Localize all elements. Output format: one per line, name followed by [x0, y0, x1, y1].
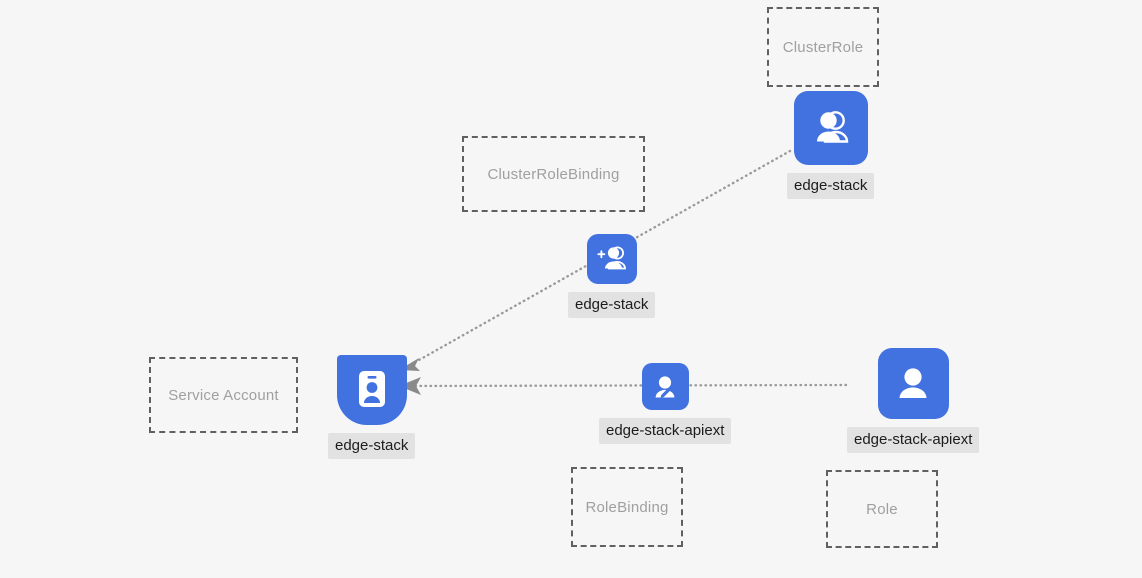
node-rolebinding[interactable]: edge-stack-apiext	[599, 363, 732, 444]
kind-box-serviceaccount: Service Account	[149, 357, 298, 433]
kind-box-label: ClusterRole	[782, 38, 864, 56]
kind-box-label: Role	[866, 500, 898, 518]
kind-box-clusterrole: ClusterRole	[767, 7, 879, 87]
node-clusterrolebinding[interactable]: edge-stack	[568, 234, 656, 318]
kind-box-label: Service Account	[168, 386, 279, 404]
kind-box-label: ClusterRoleBinding	[487, 165, 620, 183]
node-label: edge-stack-apiext	[847, 427, 980, 453]
node-label: edge-stack	[787, 173, 875, 199]
kind-box-clusterrolebinding: ClusterRoleBinding	[462, 136, 645, 212]
node-label: edge-stack	[568, 292, 656, 318]
node-role[interactable]: edge-stack-apiext	[847, 348, 980, 453]
node-clusterrole[interactable]: edge-stack	[787, 91, 875, 199]
node-serviceaccount[interactable]: edge-stack	[328, 355, 416, 459]
id-badge-icon[interactable]	[336, 355, 407, 425]
node-label: edge-stack-apiext	[599, 418, 732, 444]
kind-box-role: Role	[826, 470, 938, 548]
kind-box-label: RoleBinding	[585, 498, 669, 516]
kind-box-rolebinding: RoleBinding	[571, 467, 683, 547]
node-label: edge-stack	[328, 433, 416, 459]
person-edit-icon[interactable]	[641, 363, 689, 410]
person-add-icon[interactable]	[586, 234, 637, 284]
person-icon[interactable]	[877, 348, 949, 419]
users-group-icon[interactable]	[793, 91, 868, 165]
